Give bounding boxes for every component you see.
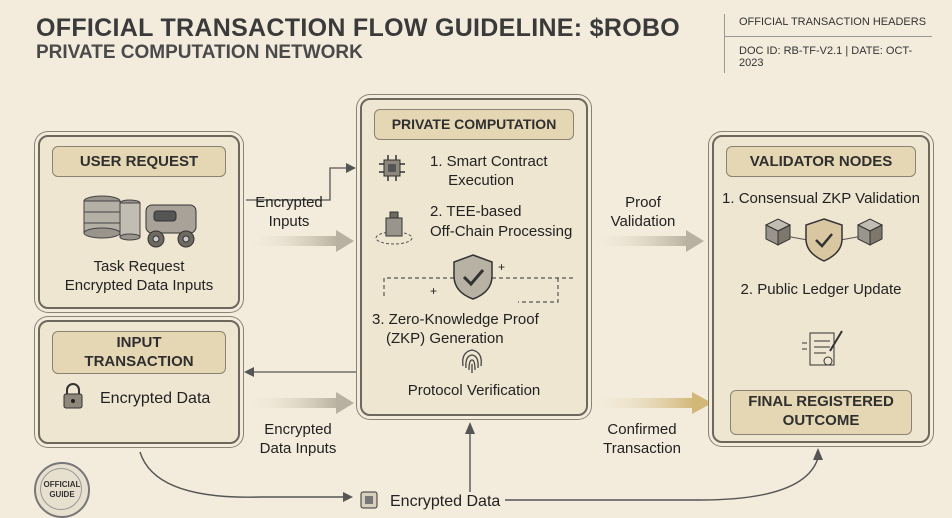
final-outcome-l2: OUTCOME xyxy=(782,412,860,429)
header-info-title: OFFICIAL TRANSACTION HEADERS xyxy=(724,14,932,37)
lock-icon xyxy=(63,383,83,409)
step3-line2: (ZKP) Generation xyxy=(386,330,504,347)
robot-icon xyxy=(145,204,197,248)
stamp-line1: OFFICIAL xyxy=(43,480,81,489)
protocol-verification: Protocol Verification xyxy=(407,382,541,399)
arrow-encrypted-inputs xyxy=(246,230,354,252)
database-icon xyxy=(83,195,197,248)
document-sign-icon xyxy=(802,330,843,366)
private-computation-box: PRIVATE COMPUTATION 1. Smart Contract Ex… xyxy=(360,98,588,416)
fingerprint-icon xyxy=(462,349,482,373)
step1-line1: 1. Smart Contract xyxy=(430,153,548,170)
private-computation-title: PRIVATE COMPUTATION xyxy=(374,109,574,140)
connector-bottom-right xyxy=(505,457,819,501)
step2-line1: 2. TEE-based xyxy=(430,203,522,220)
input-transaction-title: INPUT TRANSACTION xyxy=(52,331,226,374)
bottom-encrypted-data: Encrypted Data xyxy=(390,493,501,510)
header-info: OFFICIAL TRANSACTION HEADERS DOC ID: RB-… xyxy=(724,14,932,73)
validator-network xyxy=(764,218,884,262)
encrypted-data-inputs-text: Encrypted Data Inputs xyxy=(64,277,214,294)
page-title: OFFICIAL TRANSACTION FLOW GUIDELINE: $RO… xyxy=(36,14,681,42)
flow-encrypted-data-inputs-l1: Encrypted xyxy=(264,421,332,438)
arrow-encrypted-data-inputs xyxy=(246,392,354,414)
input-transaction-box: INPUT TRANSACTION Encrypted Data xyxy=(38,320,240,444)
tee-node-icon xyxy=(375,211,413,245)
connector-to-computation xyxy=(246,167,348,201)
encrypted-data-label: Encrypted Data xyxy=(100,390,211,407)
flow-proof-l2: Validation xyxy=(610,213,676,230)
shield-check-icon xyxy=(453,254,493,300)
arrow-confirmed-transaction xyxy=(590,392,712,414)
step3-line1: 3. Zero-Knowledge Proof xyxy=(372,311,539,328)
plus-sign-1: + xyxy=(498,260,506,274)
zkp-loop xyxy=(383,277,574,303)
validator-nodes-title: VALIDATOR NODES xyxy=(726,146,916,177)
flow-encrypted-data-inputs-l2: Data Inputs xyxy=(259,440,337,457)
step2-line2: Off-Chain Processing xyxy=(430,223,573,240)
flow-confirmed-l1: Confirmed xyxy=(607,421,677,438)
validator-step2: 2. Public Ledger Update xyxy=(740,281,902,298)
flow-encrypted-inputs-l2: Inputs xyxy=(268,213,310,230)
validator-nodes-box: VALIDATOR NODES 1. Consensual ZKP Valida… xyxy=(712,135,930,443)
final-outcome-l1: FINAL REGISTERED xyxy=(748,393,894,410)
task-request-text: Task Request xyxy=(93,258,185,275)
input-transaction-title-line2: TRANSACTION xyxy=(84,353,194,370)
flow-encrypted-inputs-l1: Encrypted xyxy=(255,194,323,211)
stamp-line2: GUIDE xyxy=(49,490,75,499)
user-request-box: USER REQUEST Task Request Encrypted Data… xyxy=(38,135,240,309)
flow-proof-l1: Proof xyxy=(625,194,661,211)
input-transaction-title-line1: INPUT xyxy=(116,334,162,351)
plus-sign-2: + xyxy=(430,284,438,298)
arrow-proof-validation xyxy=(590,230,704,252)
page-subtitle: PRIVATE COMPUTATION NETWORK xyxy=(36,42,363,63)
flow-confirmed-l2: Transaction xyxy=(603,440,681,457)
chip-icon xyxy=(379,155,405,181)
final-outcome-badge: FINAL REGISTERED OUTCOME xyxy=(730,390,912,435)
connector-bottom xyxy=(139,451,345,498)
doc-id: DOC ID: RB-TF-V2.1 | DATE: OCT-2023 xyxy=(724,37,932,73)
step1-line2: Execution xyxy=(448,172,514,189)
encrypted-data-chip-icon xyxy=(360,491,378,509)
cube-icon xyxy=(764,218,792,246)
validator-step1: 1. Consensual ZKP Validation xyxy=(722,190,920,207)
user-request-title: USER REQUEST xyxy=(52,146,226,177)
official-guide-stamp: OFFICIAL GUIDE xyxy=(34,462,90,518)
